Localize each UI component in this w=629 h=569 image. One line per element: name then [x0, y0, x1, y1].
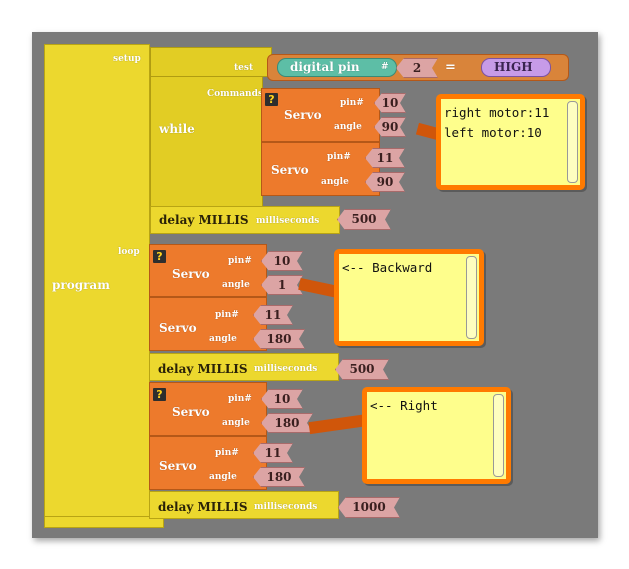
while-label: while [159, 122, 195, 136]
milliseconds-label: milliseconds [256, 216, 320, 226]
milliseconds-label: milliseconds [254, 502, 318, 512]
help-icon[interactable]: ? [153, 388, 166, 401]
servo-label: Servo [159, 321, 197, 335]
servo-pin-value[interactable]: 11 [253, 305, 293, 325]
program-block-tail [44, 516, 164, 528]
loop-delay-block-2[interactable] [149, 491, 339, 519]
setup-delay-block[interactable] [150, 206, 340, 234]
servo-angle-value[interactable]: 1 [261, 275, 303, 295]
servo-angle-value[interactable]: 90 [365, 172, 405, 192]
digital-pin-label: digital pin [290, 60, 360, 74]
comment-line: <-- Right [370, 398, 438, 413]
servo-label: Servo [172, 267, 210, 281]
equals-operator: = [445, 60, 456, 75]
comment-scrollbar[interactable] [567, 101, 578, 183]
servo-label: Servo [284, 108, 322, 122]
delay-value[interactable]: 500 [337, 209, 391, 230]
help-icon[interactable]: ? [153, 250, 166, 263]
pin-label: pin# [215, 310, 239, 320]
pin-hash-label: # [381, 62, 389, 72]
delay-label: delay MILLIS [158, 362, 248, 376]
loop-label: loop [118, 247, 140, 257]
comment-line: left motor:10 [444, 125, 542, 140]
servo-pin-value[interactable]: 10 [261, 389, 303, 409]
comment-scrollbar[interactable] [466, 256, 477, 339]
comment-line: right motor:11 [444, 105, 550, 120]
servo-angle-value[interactable]: 180 [253, 467, 305, 487]
test-label: test [234, 63, 254, 73]
angle-label: angle [334, 122, 362, 132]
setup-servo-block-2[interactable] [261, 142, 380, 196]
pin-label: pin# [327, 152, 351, 162]
while-block-top [150, 47, 272, 77]
angle-label: angle [209, 472, 237, 482]
angle-label: angle [209, 334, 237, 344]
high-value-label: HIGH [494, 60, 533, 74]
help-icon[interactable]: ? [265, 93, 278, 106]
delay-label: delay MILLIS [159, 213, 249, 227]
pin-label: pin# [228, 256, 252, 266]
delay-label: delay MILLIS [158, 500, 248, 514]
angle-label: angle [222, 418, 250, 428]
delay-value[interactable]: 1000 [338, 497, 400, 518]
servo-label: Servo [172, 405, 210, 419]
servo-label: Servo [159, 459, 197, 473]
servo-pin-value[interactable]: 10 [374, 93, 406, 113]
loop-servo-block-2[interactable] [149, 297, 267, 351]
loop-servo-block-4[interactable] [149, 436, 267, 490]
program-block[interactable] [44, 44, 150, 528]
high-value-block[interactable] [481, 58, 551, 77]
delay-value[interactable]: 500 [335, 359, 389, 380]
loop-servo-block-1[interactable] [149, 244, 267, 297]
backward-comment[interactable]: <-- Backward [334, 249, 484, 346]
servo-pin-value[interactable]: 11 [253, 443, 293, 463]
comment-connector [308, 413, 370, 435]
loop-servo-block-3[interactable] [149, 382, 267, 436]
setup-label: setup [113, 54, 141, 64]
setup-servo-block-1[interactable] [261, 88, 380, 142]
servo-pin-value[interactable]: 10 [261, 251, 303, 271]
pin-label: pin# [340, 98, 364, 108]
milliseconds-label: milliseconds [254, 364, 318, 374]
servo-pin-value[interactable]: 11 [365, 148, 405, 168]
pin-label: pin# [228, 394, 252, 404]
block-canvas[interactable]: program setup loop while test Commands d… [32, 32, 598, 538]
comment-line: <-- Backward [342, 260, 433, 275]
right-comment[interactable]: <-- Right [362, 387, 511, 484]
servo-angle-value[interactable]: 180 [261, 413, 313, 433]
loop-delay-block-1[interactable] [149, 353, 339, 381]
pin-label: pin# [215, 448, 239, 458]
commands-label: Commands [207, 89, 263, 99]
condition-pin-value[interactable]: 2 [396, 58, 438, 78]
servo-label: Servo [271, 163, 309, 177]
angle-label: angle [222, 280, 250, 290]
program-label: program [52, 278, 110, 292]
angle-label: angle [321, 177, 349, 187]
motor-comment[interactable]: right motor:11 left motor:10 [436, 94, 585, 190]
comment-scrollbar[interactable] [493, 394, 504, 477]
servo-angle-value[interactable]: 180 [253, 329, 305, 349]
